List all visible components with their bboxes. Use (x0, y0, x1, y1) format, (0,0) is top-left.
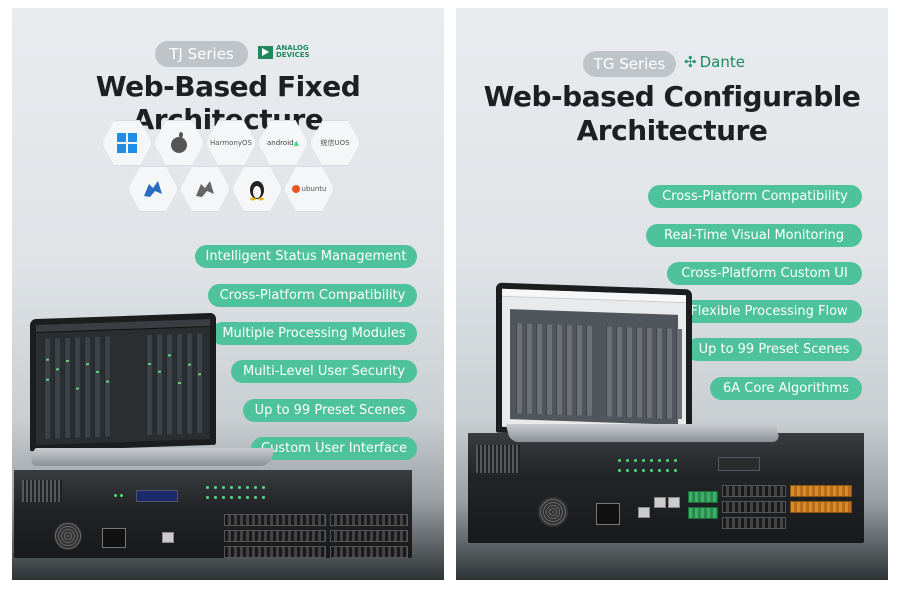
laptop-screen (30, 312, 216, 452)
feature-pill: Up to 99 Preset Scenes (243, 399, 417, 422)
feature-pill: 6A Core Algorithms (710, 377, 862, 400)
feature-pill: Multi-Level User Security (231, 360, 417, 383)
tj-series-panel: TJ Series ANALOG DEVICES Web-Based Fixed… (12, 8, 444, 580)
feature-pill: Multiple Processing Modules (211, 322, 417, 345)
laptop-base (29, 448, 275, 466)
feature-pill: Intelligent Status Management (195, 245, 417, 268)
laptop-screen (496, 282, 692, 440)
dsp-software-window (36, 318, 210, 446)
android-logo: android▲ (258, 120, 308, 166)
page-title-line2: Architecture (576, 114, 768, 147)
tg-series-panel: TG Series ✣ Dante Web-based Configurable… (456, 8, 888, 580)
ubuntu-logo: ubuntu (284, 166, 334, 212)
tj-rack-device (14, 470, 412, 558)
analog-devices-logo-icon (258, 45, 273, 59)
series-badge: TG Series (583, 51, 676, 77)
brand-label: ANALOG DEVICES (276, 44, 310, 59)
brand-label: Dante (699, 53, 745, 71)
feature-pill: Flexible Processing Flow (676, 300, 862, 323)
feature-pill: Cross-Platform Compatibility (648, 185, 862, 208)
feature-pill: Cross-Platform Custom UI (667, 262, 862, 285)
series-badge: TJ Series (155, 41, 248, 67)
feature-pill: Cross-Platform Compatibility (208, 284, 417, 307)
page-title: Web-Based Fixed Architecture (95, 70, 361, 136)
dante-logo-icon: ✣ (684, 54, 697, 71)
laptop-base (505, 424, 781, 442)
linux-tux-icon (232, 166, 282, 212)
feature-pill: Up to 99 Preset Scenes (686, 338, 862, 361)
qilin-icon (180, 166, 230, 212)
page-title: Web-based Configurable (483, 80, 861, 113)
feature-pill: Real-Time Visual Monitoring (646, 224, 862, 247)
dsp-software-window (502, 288, 686, 434)
uos-logo: 统信UOS (310, 120, 360, 166)
feature-pill: Custom User Interface (251, 437, 417, 460)
dante-brand: ✣ Dante (684, 53, 745, 71)
analog-devices-brand: ANALOG DEVICES (258, 45, 316, 59)
kylin-icon (128, 166, 178, 212)
tg-rack-device (468, 433, 864, 543)
